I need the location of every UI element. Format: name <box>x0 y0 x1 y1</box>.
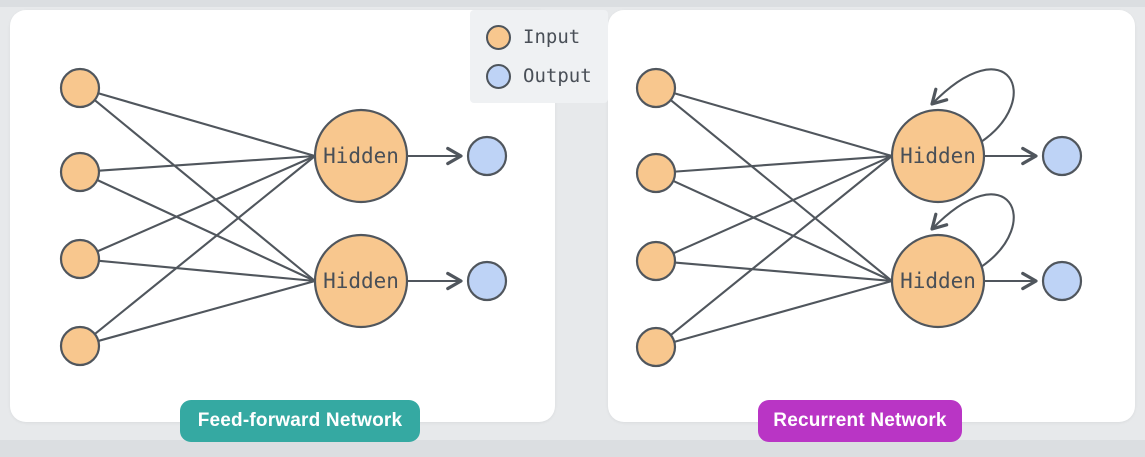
legend-item-input: Input <box>486 24 608 50</box>
input-node <box>59 67 101 109</box>
input-hidden-edge <box>670 99 893 282</box>
input-hidden-edge <box>673 92 893 158</box>
hidden-node <box>313 108 409 204</box>
input-hidden-edge <box>98 259 316 283</box>
output-node <box>466 260 508 302</box>
output-node <box>466 135 508 177</box>
input-hidden-edge <box>94 99 316 282</box>
hidden-node-label: Hidden <box>323 269 399 293</box>
input-node <box>635 67 677 109</box>
input-hidden-edge <box>672 179 893 282</box>
hidden-node-label: Hidden <box>900 144 976 168</box>
output-node-swatch <box>486 63 511 89</box>
recurrent-badge: Recurrent Network <box>758 400 962 442</box>
output-node <box>1041 260 1083 302</box>
feedforward-badge: Feed-forward Network <box>180 400 420 442</box>
input-hidden-edge <box>670 155 893 336</box>
input-hidden-edge <box>674 154 893 173</box>
hidden-node <box>313 233 409 329</box>
legend-item-output: Output <box>486 63 608 89</box>
input-node <box>59 238 101 280</box>
input-hidden-edge <box>98 279 316 342</box>
input-node <box>635 240 677 282</box>
hidden-node <box>890 108 986 204</box>
input-node <box>635 326 677 368</box>
input-hidden-edge <box>97 92 316 158</box>
input-hidden-edge <box>674 279 893 343</box>
input-hidden-edge <box>672 155 893 255</box>
legend-output-label: Output <box>523 65 592 87</box>
hidden-node <box>890 233 986 329</box>
hidden-node-label: Hidden <box>900 269 976 293</box>
input-node <box>59 325 101 367</box>
self-loop-arrow <box>930 68 1015 143</box>
input-node-swatch <box>486 24 511 50</box>
self-loop-arrow <box>930 193 1015 268</box>
input-hidden-edge <box>98 154 316 172</box>
legend: Input Output <box>470 10 608 103</box>
legend-input-label: Input <box>523 26 581 48</box>
input-hidden-edge <box>94 155 316 335</box>
input-hidden-edge <box>96 155 316 253</box>
input-node <box>59 151 101 193</box>
input-hidden-edge <box>674 261 893 283</box>
input-node <box>635 152 677 194</box>
hidden-node-label: Hidden <box>323 144 399 168</box>
input-hidden-edge <box>96 179 316 282</box>
output-node <box>1041 135 1083 177</box>
